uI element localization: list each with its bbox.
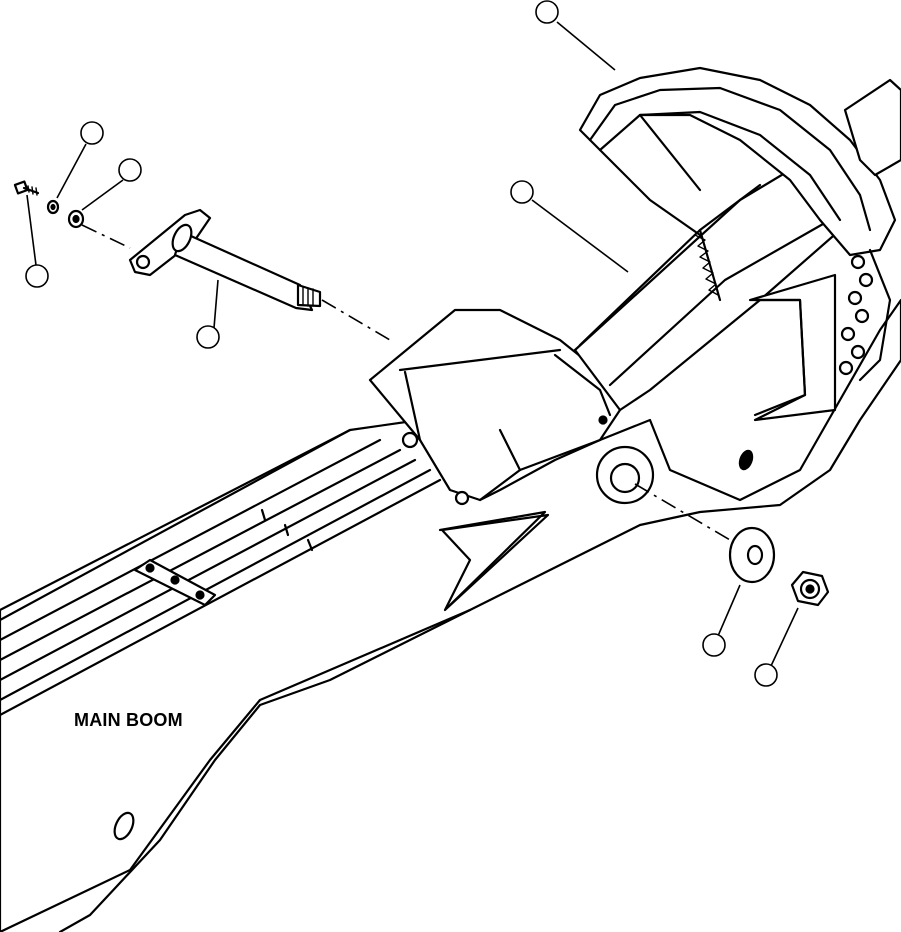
callouts	[25, 0, 778, 687]
hex-nut	[790, 570, 830, 607]
center-lines	[81, 224, 731, 541]
arm-channel	[573, 168, 842, 412]
small-hardware	[13, 180, 85, 229]
boom-hole-side	[738, 449, 754, 471]
callout-arm	[510, 180, 534, 204]
callout-washer-large	[702, 633, 726, 657]
callout-pin	[196, 325, 220, 349]
pivot-pin	[128, 208, 322, 312]
callout-washer-small-1	[80, 121, 104, 145]
callout-nut	[754, 663, 778, 687]
callout-top	[535, 0, 559, 24]
cap-screw	[13, 180, 40, 196]
saddle-bracket	[368, 308, 655, 612]
callout-bolt	[25, 264, 49, 288]
bolt-chain	[838, 248, 892, 382]
washer-nut-set	[728, 526, 830, 607]
callout-washer-small-2	[118, 158, 142, 182]
boom-hole-lower	[113, 811, 135, 841]
main-boom-label: MAIN BOOM	[74, 710, 183, 730]
guard-hood	[578, 66, 901, 422]
pivot-hole	[609, 462, 641, 494]
leader-lines	[26, 21, 799, 667]
